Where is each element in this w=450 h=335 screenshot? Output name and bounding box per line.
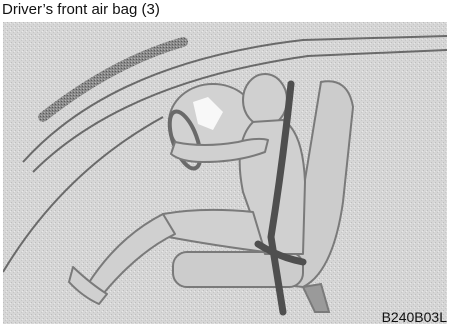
airbag-illustration: B240B03L <box>3 22 447 324</box>
figure-reference-code: B240B03L <box>382 310 447 324</box>
figure-caption: Driver’s front air bag (3) <box>2 0 160 20</box>
